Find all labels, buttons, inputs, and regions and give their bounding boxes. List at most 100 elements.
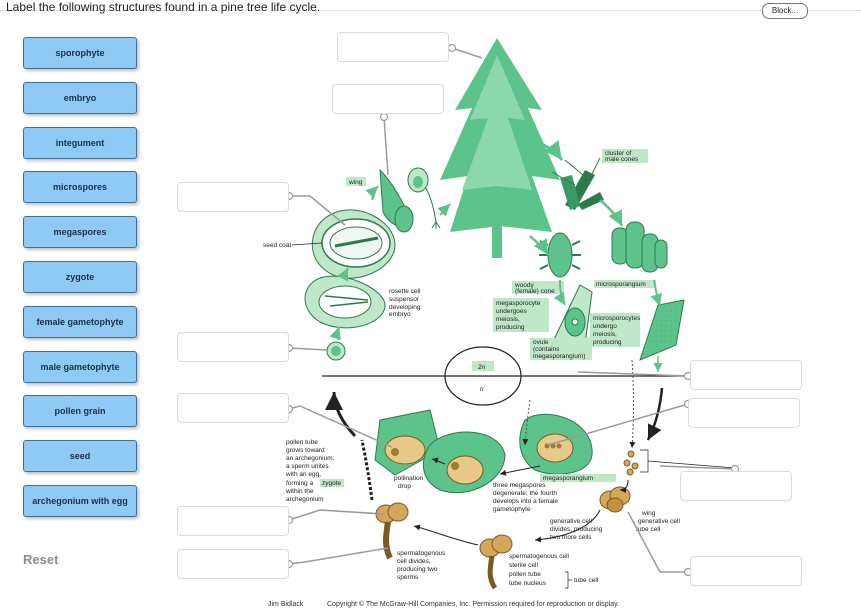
label-pollen-tube-text-8: within the	[285, 488, 314, 495]
label-pollen-tube: pollen tube	[509, 571, 541, 578]
winged-seed	[379, 168, 414, 233]
label-cluster-male-cones-2: male cones	[605, 156, 639, 163]
cycle-arrows	[325, 138, 664, 546]
pollination-ovule	[422, 431, 506, 494]
label-spermatogenous-divides-4: sperms	[397, 574, 419, 581]
label-microsporangium: microsporangium	[596, 281, 646, 288]
label-ovule: ovule	[533, 339, 549, 346]
label-three-megaspores-4: gametophyte	[493, 506, 531, 513]
label-pollen-tube-text-6: forming a	[286, 480, 313, 487]
drop-target-9[interactable]	[688, 398, 800, 428]
label-megasporangium: megasporangium	[543, 475, 593, 482]
label-spermatogenous-divides-2: cell divides,	[397, 558, 431, 565]
label-n: n	[480, 386, 484, 393]
block-button[interactable]: Block...	[762, 3, 808, 19]
megasporangium-ovule	[519, 413, 593, 475]
label-pollination-drop-2: drop	[398, 483, 411, 490]
label-spermatogenous-cell: spermatogenous cell	[509, 553, 570, 560]
microsporangium-scale	[639, 299, 685, 361]
label-pollination-drop: pollination	[394, 475, 424, 482]
label-microspores[interactable]: microspores	[23, 171, 137, 203]
drop-target-5[interactable]	[177, 393, 289, 423]
label-microsporocytes-3: meiosis,	[593, 331, 617, 338]
pollen-tube-sperm	[375, 502, 409, 560]
label-rosette-cell: rosette cell	[389, 288, 421, 295]
label-zygote[interactable]: zygote	[23, 261, 137, 293]
label-seed-coat: seed coat	[263, 242, 291, 249]
label-megaspores[interactable]: megaspores	[23, 216, 137, 248]
label-generative-divides-2: divides, producing	[550, 526, 603, 533]
label-sterile-cell: sterile cell	[509, 562, 538, 569]
label-cluster-male-cones: cluster of	[605, 150, 632, 157]
male-cone-cluster	[551, 157, 604, 210]
label-ovule-2: (contains	[533, 346, 560, 353]
female-cone	[539, 232, 581, 278]
drop-target-7[interactable]	[177, 549, 289, 579]
germinating-pollen	[479, 534, 513, 590]
label-pollen-tube-text-4: a sperm unites	[286, 463, 329, 470]
label-embryo[interactable]: embryo	[23, 82, 137, 114]
label-woody-cone-2: (female) cone	[515, 288, 555, 295]
drop-target-10[interactable]	[680, 471, 792, 501]
drop-target-4[interactable]	[177, 332, 289, 362]
drop-target-2[interactable]	[332, 84, 444, 114]
label-developing-embryo: developing	[389, 304, 421, 311]
label-tube-nucleus: tube nucleus	[509, 580, 547, 587]
reset-button[interactable]: Reset	[23, 552, 59, 567]
instruction-text: Label the following structures found in …	[6, 0, 321, 14]
label-male-gametophyte[interactable]: male gametophyte	[23, 351, 137, 383]
label-ovule-3: megasporangium)	[533, 353, 585, 360]
zygote-nucleus	[331, 346, 341, 356]
label-tube-cell: tube cell	[636, 526, 661, 533]
seed-cross-section	[311, 209, 396, 279]
footer-author: Jim Bidlack	[268, 601, 304, 608]
label-generative-divides: generative cell	[550, 518, 592, 525]
label-three-megaspores-2: degenerate; the fourth	[493, 490, 557, 497]
label-sporophyte[interactable]: sporophyte	[23, 37, 137, 69]
label-pollen-tube-text-3: an archegonium;	[286, 455, 335, 462]
label-megasporocyte: megasporocyte	[496, 300, 541, 307]
label-wing: wing	[348, 179, 363, 186]
label-wing-pollen: wing	[641, 510, 656, 517]
label-2n: 2n	[477, 364, 486, 371]
header-divider	[0, 10, 861, 11]
seedling	[407, 167, 441, 229]
drop-target-6[interactable]	[177, 506, 289, 536]
label-microsporocytes-2: undergo	[593, 323, 617, 330]
label-megasporocyte-2: undergoes	[496, 308, 527, 315]
ovule-scale	[547, 284, 593, 353]
label-zygote-inline: zygote	[322, 480, 342, 487]
label-three-megaspores-3: develops into a female	[493, 498, 558, 505]
male-cones-enlarged	[611, 221, 668, 273]
label-tube-cell-bracket: tube cell	[574, 577, 599, 584]
label-pollen-tube-text: pollen tube	[286, 439, 318, 446]
label-microsporocytes: microsporocytes	[593, 315, 641, 322]
label-spermatogenous-divides-3: producing two	[397, 566, 438, 573]
label-integument[interactable]: integument	[23, 127, 137, 159]
microspore-tetrad	[623, 450, 639, 476]
label-pollen-tube-text-9: archegonium	[286, 496, 324, 503]
label-generative-divides-3: two more cells	[550, 534, 592, 541]
label-suspensor: suspensor	[389, 296, 420, 303]
label-woody-cone: woody	[514, 282, 535, 289]
label-generative-cell: generative cell	[638, 518, 680, 525]
winged-pollen-grain	[599, 486, 631, 513]
label-pollen-tube-text-2: grows toward	[286, 447, 325, 454]
drop-target-11[interactable]	[690, 556, 802, 586]
pine-tree	[440, 38, 560, 258]
drop-target-1[interactable]	[337, 32, 449, 62]
label-pollen-tube-text-5: with an egg,	[285, 471, 321, 478]
developing-embryo	[304, 275, 386, 329]
ploidy-ellipse	[444, 346, 522, 406]
footer-copyright: Copyright © The McGraw-Hill Companies, I…	[327, 601, 620, 608]
label-spermatogenous-divides: spermatogenous	[397, 550, 446, 557]
label-pollen-grain[interactable]: pollen grain	[23, 395, 137, 427]
label-megasporocyte-4: producing	[496, 324, 525, 331]
drop-target-8[interactable]	[690, 360, 802, 390]
label-female-gametophyte[interactable]: female gametophyte	[23, 306, 137, 338]
drop-target-3[interactable]	[177, 182, 289, 212]
label-microsporocytes-4: producing	[593, 339, 622, 346]
label-archegonium-with-egg[interactable]: archegonium with egg	[23, 485, 137, 517]
label-seed[interactable]: seed	[23, 440, 137, 472]
label-three-megaspores: three megaspores	[493, 482, 546, 489]
